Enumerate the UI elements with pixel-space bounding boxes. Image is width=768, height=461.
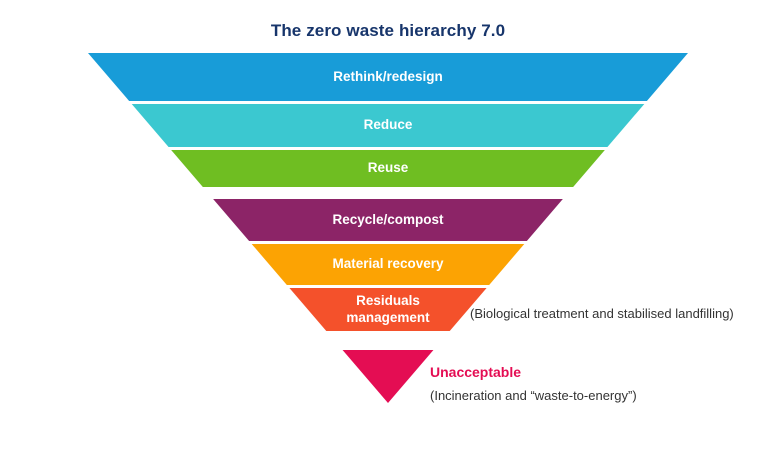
unacceptable-label: Unacceptable — [430, 364, 522, 380]
band-rethink-redesign-label: Rethink/redesign — [333, 68, 443, 84]
band-rethink-redesign: Rethink/redesign — [88, 53, 688, 101]
band-reuse: Reuse — [88, 150, 688, 187]
band-material-recovery-label: Material recovery — [332, 256, 444, 272]
band-reduce: Reduce — [88, 104, 688, 147]
residuals-management-note: (Biological treatment and stabilised lan… — [470, 306, 734, 321]
band-recycle-compost-label: Recycle/compost — [332, 211, 444, 227]
band-recycle-compost: Recycle/compost — [88, 199, 688, 241]
band-material-recovery: Material recovery — [88, 244, 688, 285]
band-reduce-label: Reduce — [363, 117, 413, 133]
band-residuals-management-label: Residuals management — [346, 293, 430, 325]
band-reuse-label: Reuse — [367, 160, 409, 176]
inverted-pyramid: Rethink/redesign Reduce Reuse Recycle/co… — [88, 53, 688, 403]
unacceptable-note: (Incineration and “waste-to-energy”) — [430, 388, 637, 403]
figure-title: The zero waste hierarchy 7.0 — [270, 21, 506, 40]
